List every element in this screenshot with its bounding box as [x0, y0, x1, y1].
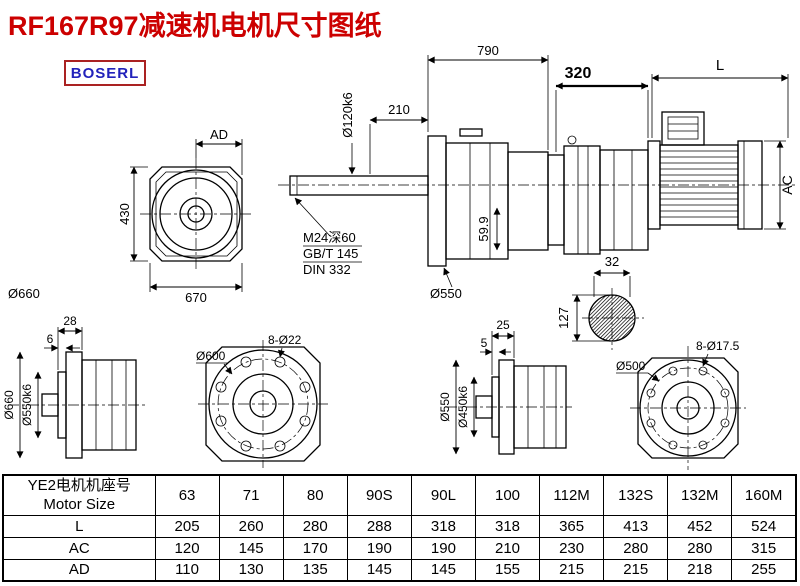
size-col: 90S — [346, 474, 412, 516]
dim-flange-550: Ø550 — [430, 286, 462, 301]
output-shaft — [289, 175, 429, 196]
value-cell: 215 — [603, 558, 669, 582]
size-col: 80 — [282, 474, 348, 516]
value-cell: 365 — [539, 514, 605, 538]
motor-adapter — [547, 135, 649, 255]
value-cell: 145 — [346, 558, 412, 582]
dim-ad: AD — [210, 127, 228, 142]
row-label: L — [2, 514, 156, 538]
dim-25: 25 — [496, 318, 510, 332]
dim-600-bolt-circle: Ø600 — [196, 349, 226, 363]
flange-b-side-view: 25 5 Ø550 Ø450k6 — [438, 318, 572, 455]
dim-59-9: 59.9 — [476, 216, 491, 241]
value-cell: 280 — [603, 536, 669, 560]
terminal-box — [661, 111, 705, 146]
dim-660-flange: Ø660 — [2, 390, 16, 420]
technical-drawing: AD 430 670 Ø660 790 — [2, 43, 795, 470]
size-col: 100 — [474, 474, 541, 516]
dim-450k6: Ø450k6 — [456, 386, 470, 428]
size-col: 90L — [410, 474, 476, 516]
value-cell: 205 — [154, 514, 220, 538]
value-cell: 110 — [154, 558, 220, 582]
value-cell: 452 — [667, 514, 733, 538]
note-gbt145: GB/T 145 — [303, 246, 358, 261]
size-col: 132S — [603, 474, 669, 516]
value-cell: 130 — [218, 558, 284, 582]
size-col: 112M — [539, 474, 605, 516]
table-row-L: L 205 260 280 288 318 318 365 413 452 52… — [2, 514, 797, 538]
value-cell: 280 — [667, 536, 733, 560]
note-din332: DIN 332 — [303, 262, 351, 277]
dim-8x17-5-holes: 8-Ø17.5 — [696, 339, 740, 353]
dim-670: 670 — [185, 290, 207, 305]
size-col: 63 — [154, 474, 220, 516]
value-cell: 260 — [218, 514, 284, 538]
dim-210: 210 — [388, 102, 410, 117]
value-cell: 413 — [603, 514, 669, 538]
motor-size-header: YE2电机机座号 Motor Size — [2, 474, 156, 516]
size-col: 71 — [218, 474, 284, 516]
value-cell: 120 — [154, 536, 220, 560]
dim-6: 6 — [47, 332, 54, 346]
row-label: AC — [2, 536, 156, 560]
row-label: AD — [2, 558, 156, 582]
gearbox-side-view: 790 210 Ø120k6 M24深60 GB/T 145 DIN 332 5… — [278, 43, 795, 301]
flange-a-side-view: 28 6 Ø660 Ø550k6 — [2, 314, 146, 459]
value-cell: 318 — [410, 514, 476, 538]
value-cell: 230 — [539, 536, 605, 560]
value-cell: 318 — [474, 514, 541, 538]
housing-outline — [149, 166, 243, 262]
value-cell: 255 — [731, 558, 797, 582]
motor-dimensions: 320 L AC — [555, 57, 795, 230]
value-cell: 190 — [346, 536, 412, 560]
brand-logo: BOSERL — [64, 60, 146, 86]
table-row-AC: AC 120 145 170 190 190 210 230 280 280 3… — [2, 536, 797, 560]
dim-790: 790 — [477, 43, 499, 58]
value-cell: 218 — [667, 558, 733, 582]
value-cell: 145 — [410, 558, 476, 582]
shaft-cross-section: 32 127 — [556, 254, 644, 350]
dim-8x22-holes: 8-Ø22 — [268, 333, 302, 347]
value-cell: 288 — [346, 514, 412, 538]
dim-AC: AC — [779, 175, 795, 194]
flange-b-front-view: Ø500 8-Ø17.5 — [616, 339, 746, 470]
motor — [647, 111, 763, 230]
value-cell: 280 — [282, 514, 348, 538]
dim-32: 32 — [605, 254, 619, 269]
value-cell: 155 — [474, 558, 541, 582]
page-title: RF167R97减速机电机尺寸图纸 — [8, 11, 382, 41]
dim-320: 320 — [565, 65, 592, 82]
dim-550-flange: Ø550 — [438, 392, 452, 422]
value-cell: 135 — [282, 558, 348, 582]
dim-500-bolt-circle: Ø500 — [616, 359, 646, 373]
size-col: 160M — [731, 474, 797, 516]
dim-5: 5 — [481, 336, 488, 350]
value-cell: 215 — [539, 558, 605, 582]
dim-outer-660: Ø660 — [8, 286, 40, 301]
value-cell: 524 — [731, 514, 797, 538]
value-cell: 190 — [410, 536, 476, 560]
header-en: Motor Size — [43, 496, 116, 514]
value-cell: 315 — [731, 536, 797, 560]
dim-shaft-dia: Ø120k6 — [340, 92, 355, 138]
flange-a-front-view: Ø600 8-Ø22 — [196, 333, 328, 468]
dim-550k6: Ø550k6 — [20, 384, 34, 426]
dim-28: 28 — [63, 314, 77, 328]
note-tap: M24深60 — [303, 230, 356, 245]
value-cell: 145 — [218, 536, 284, 560]
motor-dimension-table: YE2电机机座号 Motor Size 63 71 80 90S 90L 100… — [2, 474, 797, 582]
dim-430: 430 — [117, 203, 132, 225]
size-col: 132M — [667, 474, 733, 516]
dim-127: 127 — [556, 307, 571, 329]
fan-cowl — [737, 140, 763, 230]
value-cell: 210 — [474, 536, 541, 560]
value-cell: 170 — [282, 536, 348, 560]
gearbox-front-view: AD 430 670 Ø660 — [8, 127, 252, 305]
header-cn: YE2电机机座号 — [27, 477, 131, 495]
table-row-AD: AD 110 130 135 145 145 155 215 215 218 2… — [2, 558, 797, 582]
dim-L: L — [716, 57, 724, 74]
gearbox-flange — [427, 135, 447, 267]
eyebolt-icon — [567, 135, 577, 145]
table-header-row: YE2电机机座号 Motor Size 63 71 80 90S 90L 100… — [2, 474, 797, 516]
